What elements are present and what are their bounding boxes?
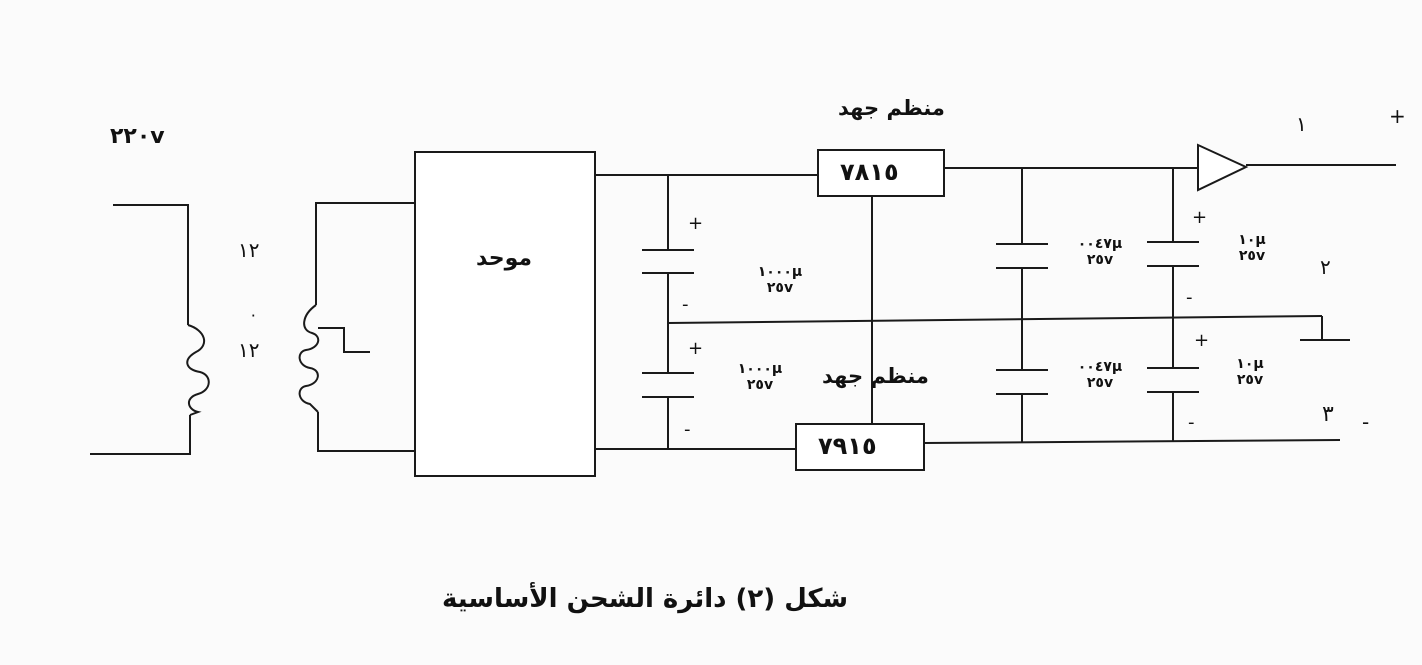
output-3-label: ٣	[1322, 402, 1334, 427]
output-2-label: ٢	[1320, 255, 1331, 279]
transformer-ratio-bottom: ١٢	[238, 338, 260, 362]
input-cap-bottom-value: ١٠٠٠µ	[737, 361, 783, 377]
regulator-negative-title: منظم جهد	[822, 364, 929, 388]
output-cap-bottom-voltage: ٢٥v	[1236, 372, 1264, 388]
rectifier-label: موحد	[476, 246, 532, 271]
decouple-cap-bottom-voltage: ٢٥v	[1086, 375, 1114, 391]
input-cap-top-rating: ١٠٠٠µ ٢٥v	[740, 264, 820, 296]
rectifier-block	[414, 151, 596, 477]
output-minus-sign: -	[1362, 410, 1370, 434]
output-buffer-triangle	[1197, 143, 1249, 192]
decouple-cap-top-value: ٠٠٤٧µ	[1077, 236, 1123, 252]
output-cap-bottom-plus: +	[1194, 330, 1210, 351]
source-lead-top	[113, 204, 189, 325]
input-cap-bottom-rating: ١٠٠٠µ ٢٥v	[720, 361, 800, 393]
source-lead-bottom	[90, 415, 191, 455]
output-1-label: ١	[1296, 112, 1307, 136]
center-tap	[318, 327, 370, 353]
decouple-cap-bottom-rating: ٠٠٤٧µ ٢٥v	[1060, 359, 1140, 391]
source-voltage-label: ٢٢٠v	[110, 124, 165, 149]
regulator-7815-box	[817, 149, 945, 197]
output-cap-top-minus: -	[1186, 287, 1193, 308]
input-cap-bottom-voltage: ٢٥v	[746, 377, 774, 393]
regulator-negative-part: ٧٩١٥	[818, 432, 877, 460]
decouple-cap-bottom-value: ٠٠٤٧µ	[1077, 359, 1123, 375]
transformer-ratio-mid: ٠	[249, 305, 258, 324]
output-cap-bottom-value: ١٠µ	[1236, 356, 1264, 372]
output-cap-bottom-minus: -	[1188, 412, 1195, 433]
regulator-7915-box	[795, 423, 925, 471]
input-cap-bottom-plus: +	[688, 338, 704, 359]
output-cap-top-value: ١٠µ	[1238, 232, 1266, 248]
output-cap-top-voltage: ٢٥v	[1238, 248, 1266, 264]
output-plus-sign: +	[1389, 104, 1406, 128]
negative-rail-right	[923, 439, 1341, 444]
ground-rail	[667, 315, 1323, 324]
secondary-lead-bottom	[317, 412, 415, 452]
secondary-lead-top	[315, 202, 415, 305]
input-cap-bottom-minus: -	[684, 419, 691, 440]
regulator-positive-title: منظم جهد	[838, 96, 945, 120]
output-cap-top-plus: +	[1192, 207, 1208, 228]
regulator-positive-part: ٧٨١٥	[840, 158, 899, 186]
primary-coil	[186, 324, 210, 416]
input-cap-top-value: ١٠٠٠µ	[757, 264, 803, 280]
input-cap-top-minus: -	[682, 294, 689, 315]
decouple-cap-top-rating: ٠٠٤٧µ ٢٥v	[1060, 236, 1140, 268]
output-cap-top-rating: ١٠µ ٢٥v	[1222, 232, 1282, 264]
output-cap-bottom-rating: ١٠µ ٢٥v	[1220, 356, 1280, 388]
decouple-cap-top-voltage: ٢٥v	[1086, 252, 1114, 268]
transformer-ratio-top: ١٢	[238, 238, 260, 262]
figure-caption: شكل (٢) دائرة الشحن الأساسية	[442, 584, 849, 614]
input-cap-top-plus: +	[688, 213, 704, 234]
input-cap-top-voltage: ٢٥v	[766, 280, 794, 296]
secondary-coil	[298, 304, 320, 413]
